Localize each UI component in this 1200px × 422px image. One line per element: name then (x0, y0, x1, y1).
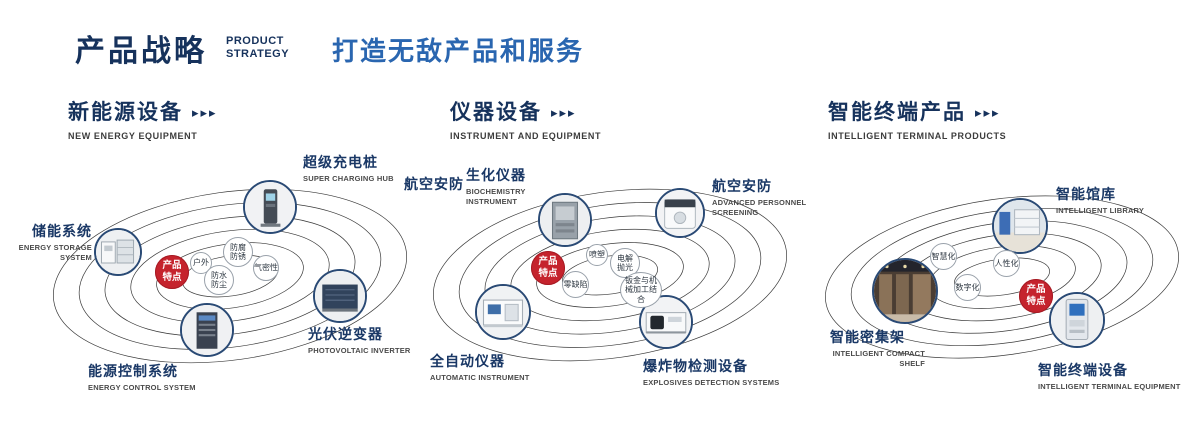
product-label-energy-storage: 储能系统 ENERGY STORAGE SYSTEM (14, 221, 92, 263)
section-chevrons-icon: ▸▸▸ (975, 105, 1001, 120)
product-name-en: INTELLIGENT COMPACT SHELF (832, 349, 925, 368)
page-title: 产品战略 (75, 35, 207, 68)
section-title-new-energy: 新能源设备 ▸▸▸ NEW ENERGY EQUIPMENT (68, 96, 218, 141)
energy-control-image (182, 305, 232, 355)
product-name-en: PHOTOVOLTAIC INVERTER (308, 346, 411, 355)
product-circle-intelligent-library (992, 198, 1048, 254)
product-label-personnel-screening: 航空安防 ADVANCED PERSONNEL SCREENING (712, 176, 820, 218)
product-name-cn: 智能馆库 (1056, 186, 1116, 202)
product-label-aviation-security-left: 航空安防 (404, 174, 464, 194)
product-label-terminal-equipment: 智能终端设备 INTELLIGENT TERMINAL EQUIPMENT (1038, 360, 1183, 392)
page-subtitle: PRODUCT STRATEGY (226, 35, 289, 61)
product-name-cn: 航空安防 (712, 178, 772, 194)
product-name-en: ENERGY STORAGE SYSTEM (18, 243, 92, 262)
product-label-explosives-detection: 爆炸物检测设备 EXPLOSIVES DETECTION SYSTEMS (643, 356, 783, 388)
explosives-detection-image (641, 297, 691, 347)
feature-bubble-smart: 智慧化 (930, 243, 957, 270)
feature-bubble-sheetmetal-machining: 钣金与机械加工结合 (620, 272, 662, 308)
feature-bubble-airtight: 气密性 (253, 255, 279, 281)
product-name-cn: 全自动仪器 (430, 353, 505, 369)
product-name-cn: 储能系统 (32, 223, 92, 239)
product-name-cn: 智能终端设备 (1038, 362, 1128, 378)
subtitle-line2: STRATEGY (226, 48, 290, 61)
product-circle-photovoltaic-inverter (313, 269, 367, 323)
feature-bubble-digital: 数字化 (954, 274, 981, 301)
feature-bubble-powder-coating: 喷塑 (586, 244, 608, 266)
product-label-compact-shelf: 智能密集架 INTELLIGENT COMPACT SHELF (830, 327, 925, 369)
super-charging-hub-image (245, 182, 295, 232)
section-title-cn: 智能终端产品 (828, 101, 966, 124)
product-name-cn: 能源控制系统 (88, 363, 178, 379)
product-name-en: ENERGY CONTROL SYSTEM (88, 383, 196, 392)
product-circle-biochemistry (538, 193, 592, 247)
product-name-en: INTELLIGENT LIBRARY (1056, 206, 1145, 215)
product-circle-explosives-detection (639, 295, 693, 349)
automatic-instrument-image (477, 286, 529, 338)
energy-storage-image (96, 230, 140, 274)
product-label-automatic-instrument: 全自动仪器 AUTOMATIC INSTRUMENT (430, 351, 550, 383)
product-circle-terminal-equipment (1049, 292, 1105, 348)
product-name-en: EXPLOSIVES DETECTION SYSTEMS (643, 378, 780, 387)
section-chevrons-icon: ▸▸▸ (551, 105, 577, 120)
feature-bubble-waterproof: 防水防尘 (204, 265, 234, 295)
intelligent-library-image (994, 200, 1046, 252)
orbit-rings-instrument (433, 188, 787, 362)
photovoltaic-inverter-image (315, 271, 365, 321)
feature-badge-intelligent-terminal: 产品特点 (1019, 279, 1053, 313)
product-name-en: INTELLIGENT TERMINAL EQUIPMENT (1038, 382, 1181, 391)
product-name-cn: 光伏逆变器 (308, 326, 383, 342)
product-label-photovoltaic-inverter: 光伏逆变器 PHOTOVOLTAIC INVERTER (308, 324, 418, 356)
terminal-equipment-image (1051, 294, 1103, 346)
product-label-intelligent-library: 智能馆库 INTELLIGENT LIBRARY (1056, 184, 1166, 216)
product-label-energy-control: 能源控制系统 ENERGY CONTROL SYSTEM (88, 361, 198, 393)
product-circle-energy-control (180, 303, 234, 357)
product-label-super-charging-hub: 超级充电桩 SUPER CHARGING HUB (303, 152, 415, 184)
feature-badge-new-energy: 产品特点 (155, 255, 189, 289)
product-name-en: BIOCHEMISTRY INSTRUMENT (466, 187, 526, 206)
product-name-en: SUPER CHARGING HUB (303, 174, 394, 183)
product-name-cn: 生化仪器 (466, 167, 526, 183)
feature-badge-label: 产品特点 (1026, 284, 1046, 307)
product-circle-personnel-screening (655, 188, 705, 238)
feature-badge-label: 产品特点 (162, 260, 182, 283)
product-name-en: ADVANCED PERSONNEL SCREENING (712, 198, 807, 217)
product-circle-energy-storage (94, 228, 142, 276)
section-title-instrument: 仪器设备 ▸▸▸ INSTRUMENT AND EQUIPMENT (450, 96, 601, 141)
section-title-en: INSTRUMENT AND EQUIPMENT (450, 131, 602, 141)
product-label-biochemistry: 生化仪器 BIOCHEMISTRY INSTRUMENT (466, 165, 548, 207)
product-name-en: AUTOMATIC INSTRUMENT (430, 373, 530, 382)
feature-badge-label: 产品特点 (538, 256, 558, 279)
slogan: 打造无敌产品和服务 (332, 36, 585, 66)
feature-bubble-humanized: 人性化 (993, 250, 1020, 277)
section-chevrons-icon: ▸▸▸ (192, 105, 218, 120)
product-name-cn: 航空安防 (404, 176, 464, 192)
product-name-cn: 爆炸物检测设备 (643, 358, 748, 374)
section-title-cn: 仪器设备 (450, 101, 542, 124)
personnel-screening-image (657, 190, 703, 236)
feature-badge-instrument: 产品特点 (531, 251, 565, 285)
product-name-cn: 超级充电桩 (303, 154, 378, 170)
feature-bubble-zero-defect: 零缺陷 (562, 271, 589, 298)
feature-bubble-anticorrosion: 防腐防锈 (223, 237, 253, 267)
compact-shelf-image (874, 260, 936, 322)
product-circle-super-charging-hub (243, 180, 297, 234)
section-title-cn: 新能源设备 (68, 101, 183, 124)
section-title-en: INTELLIGENT TERMINAL PRODUCTS (828, 131, 1007, 141)
biochemistry-instrument-image (540, 195, 590, 245)
section-title-en: NEW ENERGY EQUIPMENT (68, 131, 198, 141)
product-name-cn: 智能密集架 (830, 329, 905, 345)
subtitle-line1: PRODUCT (226, 35, 284, 47)
product-circle-automatic-instrument (475, 284, 531, 340)
section-title-intelligent-terminal: 智能终端产品 ▸▸▸ INTELLIGENT TERMINAL PRODUCTS (828, 96, 1006, 141)
feature-bubble-outdoor: 户外 (190, 252, 212, 274)
product-circle-compact-shelf (872, 258, 938, 324)
